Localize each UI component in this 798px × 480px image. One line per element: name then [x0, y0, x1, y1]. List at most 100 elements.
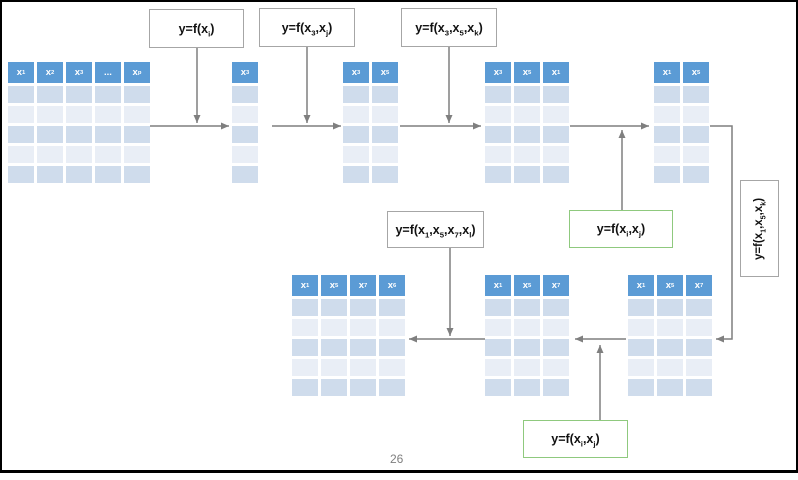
table-cell	[66, 146, 92, 163]
table-cell	[514, 339, 540, 356]
table-cell	[321, 339, 347, 356]
table-cell	[292, 379, 318, 396]
table-cell	[654, 106, 680, 123]
formula-box-eval-x1-x5-xk-vertical: y=f(x1,x5,xk)	[740, 180, 779, 277]
table-cell	[543, 319, 569, 336]
table-cell	[683, 86, 709, 103]
table-cell	[37, 166, 63, 183]
table-cell	[321, 359, 347, 376]
formula-box-eval-x3-x5-xk: y=f(x3,x5,xk)	[401, 8, 497, 47]
table-cell	[379, 319, 405, 336]
table-cell	[321, 319, 347, 336]
table-cell	[66, 126, 92, 143]
table-cell	[514, 86, 540, 103]
table-cell	[485, 146, 511, 163]
page-number: 26	[390, 452, 404, 466]
table-cell	[379, 359, 405, 376]
table-cell	[485, 299, 511, 316]
table-cell	[543, 339, 569, 356]
table-cell	[628, 339, 654, 356]
table-cell	[485, 166, 511, 183]
table-cell	[485, 319, 511, 336]
table-cell	[485, 126, 511, 143]
formula-box-eval-x3-xj: y=f(x3,xj)	[259, 8, 355, 47]
table-cell	[95, 126, 121, 143]
table-cell	[514, 379, 540, 396]
formula-text: y=f(x3,xj)	[281, 20, 333, 37]
table-cell	[683, 126, 709, 143]
formula-box-eval-xi: y=f(xi)	[149, 9, 244, 48]
table-cell	[654, 86, 680, 103]
table-cell	[686, 319, 712, 336]
table-cell	[485, 379, 511, 396]
table-cell	[485, 339, 511, 356]
table-cell	[683, 146, 709, 163]
table-cell	[657, 359, 683, 376]
table-cell	[95, 146, 121, 163]
table-cell	[543, 299, 569, 316]
table-cell	[124, 146, 150, 163]
table-cell	[628, 299, 654, 316]
formula-text: y=f(xi)	[178, 21, 215, 38]
table-cell	[514, 319, 540, 336]
table-cell	[372, 166, 398, 183]
table-cell	[350, 319, 376, 336]
formula-box-eval-xi-xj-bottom: y=f(xi,xj)	[523, 420, 628, 458]
formula-text: y=f(xi,xj)	[551, 432, 600, 449]
table-cell	[628, 319, 654, 336]
table-cell	[485, 359, 511, 376]
table-cell	[372, 146, 398, 163]
table-cell	[514, 166, 540, 183]
table-cell	[379, 299, 405, 316]
table-cell	[654, 126, 680, 143]
table-cell	[232, 146, 258, 163]
table-cell	[543, 146, 569, 163]
table-cell	[232, 166, 258, 183]
table-cell	[37, 86, 63, 103]
table-cell	[485, 86, 511, 103]
table-cell	[683, 106, 709, 123]
table-cell	[66, 106, 92, 123]
table-cell	[628, 379, 654, 396]
table-cell	[686, 339, 712, 356]
table-cell	[485, 106, 511, 123]
table-cell	[686, 359, 712, 376]
table-cell	[37, 106, 63, 123]
formula-text: y=f(x3,x5,xk)	[415, 20, 483, 37]
table-cell	[292, 339, 318, 356]
formula-text: y=f(x1,x5,xk)	[753, 197, 768, 260]
table-cell	[8, 86, 34, 103]
table-cell	[514, 359, 540, 376]
table-cell	[232, 126, 258, 143]
table-cell	[543, 106, 569, 123]
table-cell	[124, 166, 150, 183]
table-cell	[543, 166, 569, 183]
table-cell	[683, 166, 709, 183]
table-cell	[628, 359, 654, 376]
table-cell	[686, 299, 712, 316]
formula-text: y=f(x1,x5,x7,xl)	[395, 222, 476, 239]
table-cell	[654, 146, 680, 163]
table-cell	[292, 359, 318, 376]
table-cell	[95, 86, 121, 103]
table-cell	[66, 166, 92, 183]
column-header: ...	[95, 62, 121, 83]
table-cell	[350, 339, 376, 356]
